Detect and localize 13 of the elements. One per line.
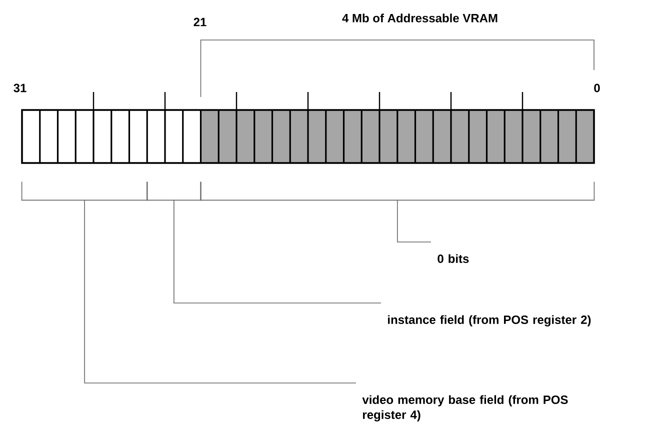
bracket — [146, 181, 202, 201]
label-text: 0 bits — [438, 254, 469, 263]
bit-label: 0 — [594, 84, 600, 92]
leader-line — [174, 200, 382, 304]
range-label: 4 Mb of Addressable VRAM — [342, 14, 498, 22]
bit-label: 21 — [194, 18, 206, 26]
bit-label: 31 — [14, 84, 26, 92]
label-text: video memory base field (from POS register 4) — [362, 395, 568, 422]
leader-line — [84, 200, 356, 384]
bracket — [200, 181, 595, 201]
leader-line — [396, 200, 432, 242]
bracket — [21, 181, 148, 201]
label-text: instance field (from POS register 2) — [388, 315, 591, 326]
